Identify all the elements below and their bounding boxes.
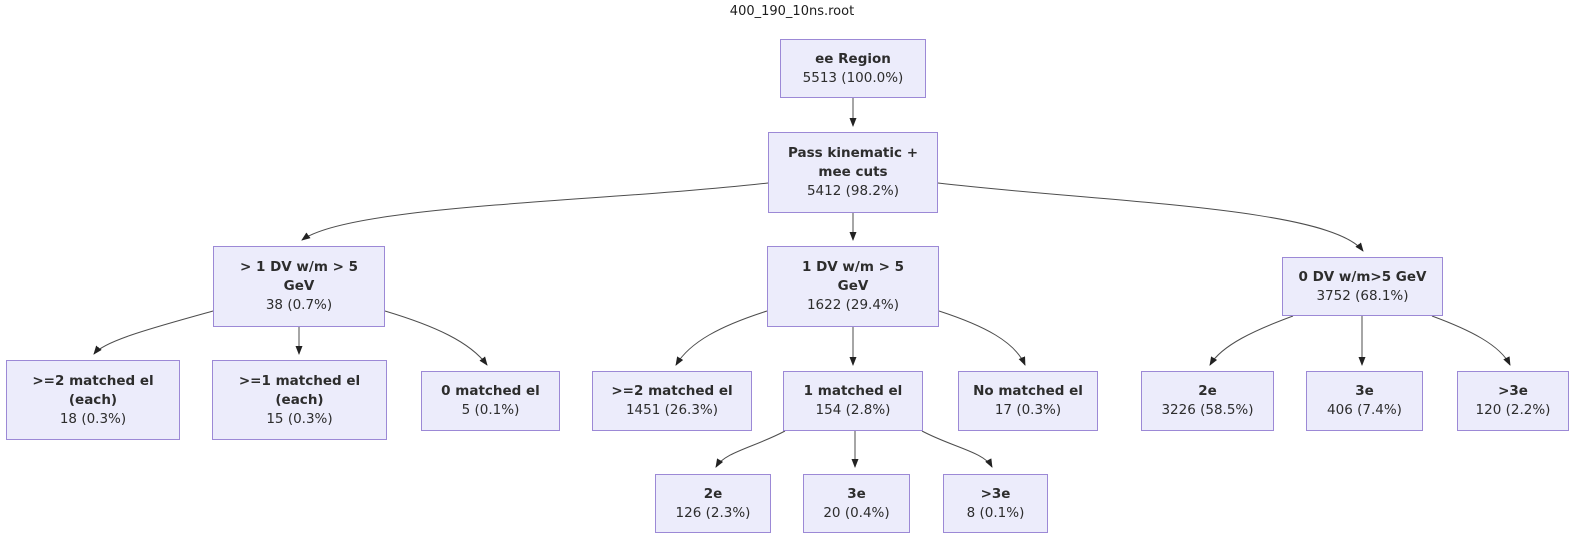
node-count: 406 (7.4%) — [1327, 402, 1402, 418]
node-label: 0 DV w/m>5 GeV — [1298, 268, 1427, 285]
node-ee-region: ee Region 5513 (100.0%) — [780, 39, 926, 98]
node-zero-dv: 0 DV w/m>5 GeV 3752 (68.1%) — [1282, 257, 1443, 316]
node-3e-mid: 3e 20 (0.4%) — [803, 474, 910, 533]
node-count: 3226 (58.5%) — [1161, 402, 1254, 418]
node-gt3e-mid: >3e 8 (0.1%) — [943, 474, 1048, 533]
edge-gt1dv-to-ge2each — [93, 310, 214, 355]
node-count: 120 (2.2%) — [1475, 402, 1551, 418]
node-label: 3e — [847, 485, 866, 502]
node-zero-matched: 0 matched el 5 (0.1%) — [421, 371, 560, 431]
node-label: ee Region — [815, 50, 891, 67]
node-label: 2e — [1198, 383, 1217, 399]
edge-1matched-to-gt3e — [921, 430, 993, 468]
node-one-matched: 1 matched el 154 (2.8%) — [783, 371, 923, 431]
node-gt3e-right: >3e 120 (2.2%) — [1457, 371, 1569, 431]
node-count: 8 (0.1%) — [966, 504, 1025, 521]
node-one-dv: 1 DV w/m > 5 GeV 1622 (29.4%) — [767, 246, 939, 327]
node-label: >=2 matched el — [611, 383, 733, 399]
node-no-matched: No matched el 17 (0.3%) — [958, 371, 1098, 431]
node-pass-kinematic: Pass kinematic + mee cuts 5412 (98.2%) — [768, 132, 938, 213]
node-ge2-matched-each: >=2 matched el (each) 18 (0.3%) — [6, 360, 180, 440]
node-count: 5 (0.1%) — [461, 402, 520, 418]
edge-pass-to-zerodv — [937, 182, 1364, 252]
node-2e-mid: 2e 126 (2.3%) — [655, 474, 771, 533]
node-count: 126 (2.3%) — [675, 504, 751, 521]
edge-onedv-to-ge2 — [675, 310, 768, 366]
edge-pass-to-gt1dv — [301, 182, 769, 241]
node-count: 5412 (98.2%) — [806, 183, 900, 199]
node-label: >3e — [1498, 383, 1528, 399]
edge-gt1dv-to-0matched — [384, 310, 488, 366]
node-gt1-dv: > 1 DV w/m > 5 GeV 38 (0.7%) — [213, 246, 385, 327]
node-count: 15 (0.3%) — [266, 410, 333, 427]
node-label: > 1 DV w/m > 5 GeV — [239, 259, 359, 294]
node-label: >=2 matched el (each) — [32, 372, 154, 408]
node-count: 38 (0.7%) — [265, 297, 333, 313]
edge-1matched-to-2e — [715, 430, 786, 468]
edge-onedv-to-nomatch — [938, 310, 1026, 366]
edge-zerodv-to-gt3e — [1431, 315, 1511, 366]
node-count: 1451 (26.3%) — [625, 402, 719, 418]
node-label: 0 matched el — [441, 383, 540, 399]
node-ge2-matched: >=2 matched el 1451 (26.3%) — [592, 371, 752, 431]
node-label: 3e — [1355, 383, 1374, 399]
node-ge1-matched-each: >=1 matched el (each) 15 (0.3%) — [212, 360, 387, 440]
node-label: >3e — [980, 485, 1011, 502]
node-label: 2e — [703, 485, 723, 502]
node-3e-right: 3e 406 (7.4%) — [1306, 371, 1423, 431]
node-count: 18 (0.3%) — [59, 410, 127, 427]
node-count: 5513 (100.0%) — [802, 69, 904, 86]
node-count: 17 (0.3%) — [994, 402, 1062, 418]
node-label: >=1 matched el (each) — [238, 372, 361, 408]
node-label: Pass kinematic + mee cuts — [787, 145, 919, 180]
node-count: 20 (0.4%) — [823, 504, 890, 521]
edge-zerodv-to-2e — [1209, 315, 1294, 366]
node-label: 1 DV w/m > 5 GeV — [801, 259, 905, 294]
node-count: 3752 (68.1%) — [1316, 287, 1409, 304]
node-2e-right: 2e 3226 (58.5%) — [1141, 371, 1274, 431]
node-label: No matched el — [973, 383, 1083, 399]
node-label: 1 matched el — [803, 383, 903, 399]
node-count: 154 (2.8%) — [815, 402, 891, 418]
graph-title: 400_190_10ns.root — [729, 4, 855, 19]
node-count: 1622 (29.4%) — [806, 297, 900, 313]
